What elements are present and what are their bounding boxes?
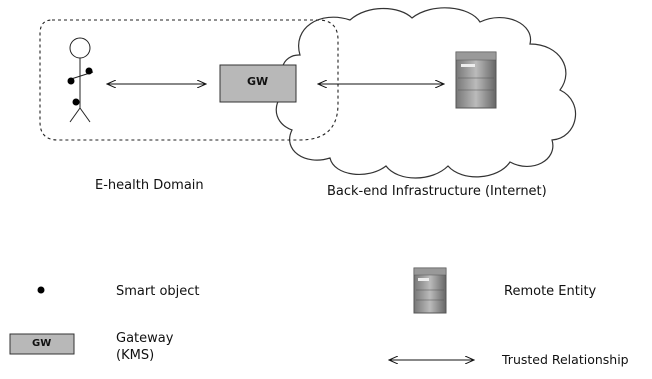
smart-object-dot <box>72 98 80 106</box>
server-icon <box>455 51 497 109</box>
gateway-box <box>219 64 297 103</box>
legend-remote-entity-label: Remote Entity <box>504 284 597 299</box>
smart-object-dot <box>67 77 75 85</box>
gateway-box-label: GW <box>247 75 269 88</box>
legend-smart-object-dot <box>37 286 45 294</box>
internet-cloud-icon <box>275 7 577 179</box>
legend-gateway-label-line2: (KMS) <box>116 348 155 363</box>
ehealth-domain-boundary <box>39 19 339 141</box>
legend-trusted-relationship-label: Trusted Relationship <box>502 352 629 367</box>
smart-object-dot <box>85 67 93 75</box>
legend-server-icon <box>413 267 447 314</box>
legend-smart-object-label: Smart object <box>116 284 200 299</box>
patient-figure-icon <box>67 37 94 123</box>
legend-gateway-box-label: GW <box>32 338 52 349</box>
ehealth-domain-label: E-health Domain <box>95 178 204 193</box>
legend-gateway-box <box>9 333 75 355</box>
legend-gateway-label-line1: Gateway <box>116 331 174 346</box>
backend-infrastructure-label: Back-end Infrastructure (Internet) <box>327 184 547 199</box>
